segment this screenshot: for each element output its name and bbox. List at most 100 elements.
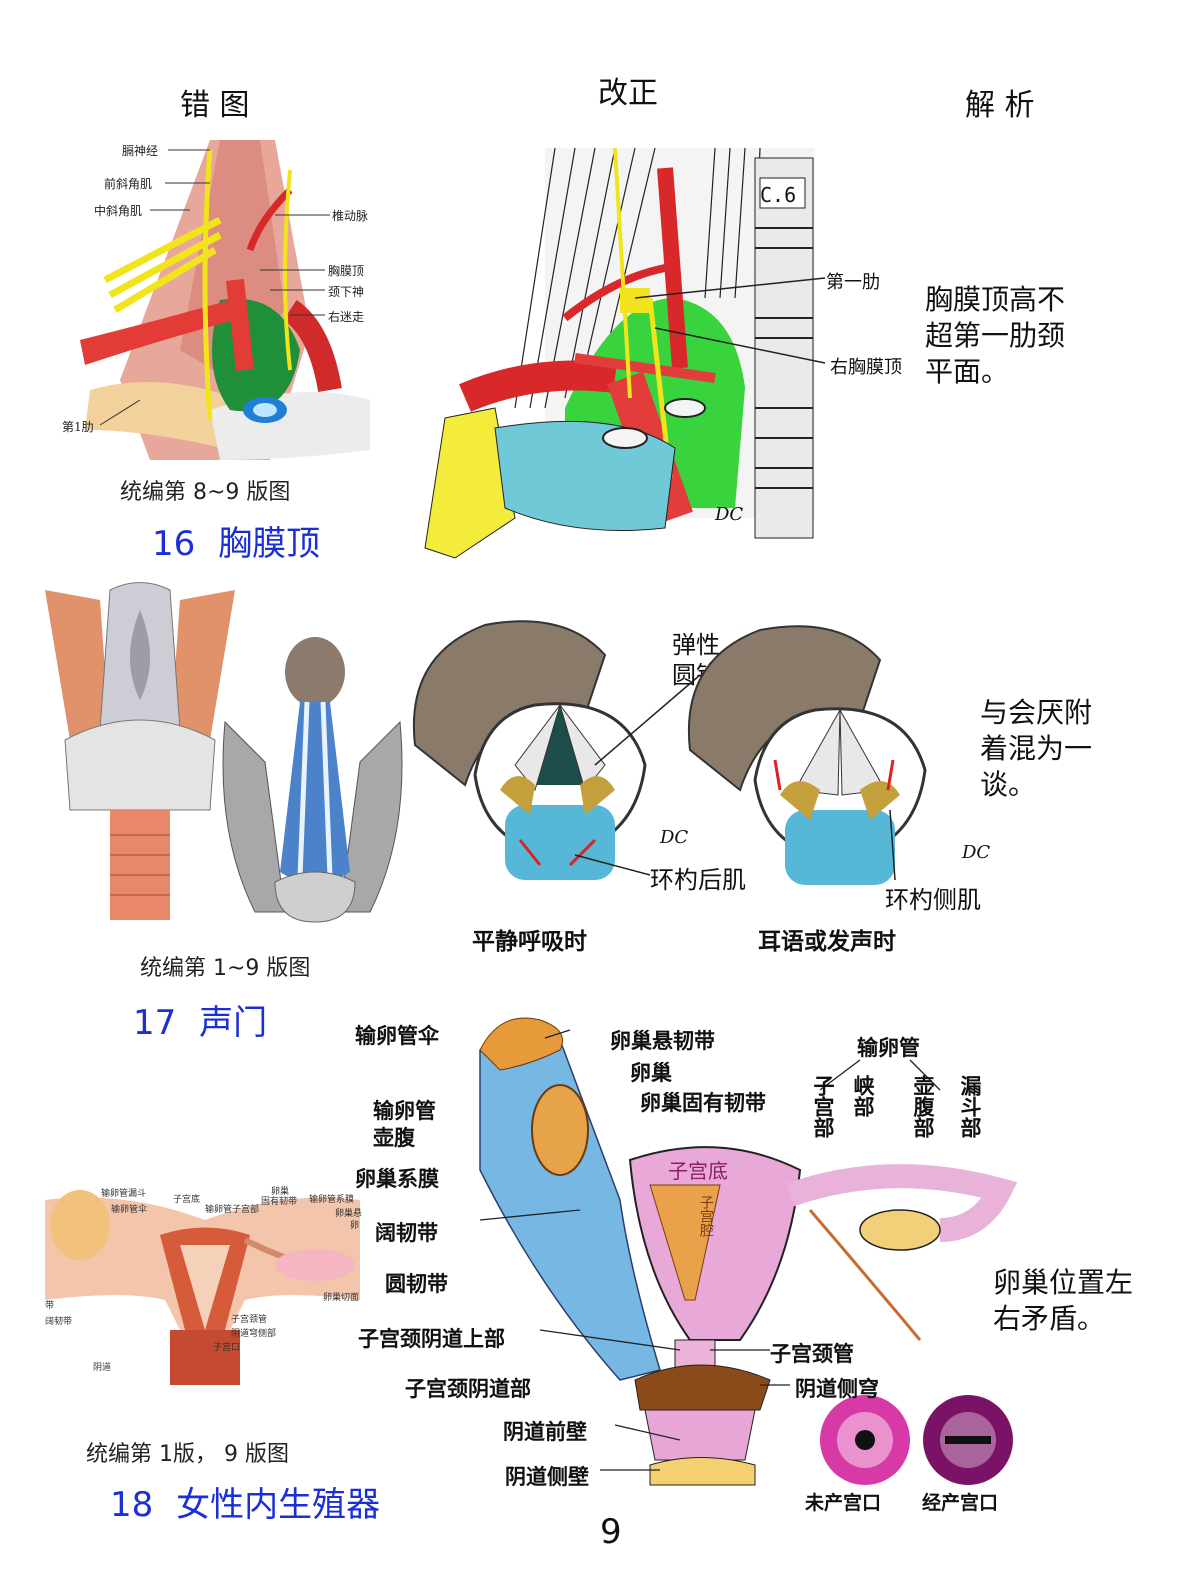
label-fimbria: 输卵管伞 bbox=[355, 1024, 439, 1048]
section-17-number: 17 bbox=[133, 1003, 177, 1043]
label-right-vagus: 右迷走 bbox=[328, 310, 365, 324]
section-18-corrected-figure bbox=[440, 1010, 1020, 1510]
header-corrected: 改正 bbox=[598, 76, 658, 111]
analysis-17-line-1: 与会厌附 bbox=[980, 696, 1093, 729]
label-lateral-fornix: 阴道侧穹 bbox=[795, 1377, 879, 1401]
label-dc-17b: DC bbox=[962, 842, 991, 863]
glottis-quiet-breathing bbox=[412, 620, 701, 880]
section-17-title: 17 声门 bbox=[133, 995, 267, 1044]
analysis-16-line-3: 平面。 bbox=[925, 355, 1010, 388]
analysis-18-line-1: 卵巢位置左 bbox=[993, 1266, 1134, 1299]
section-17-corrected-phonation: DC bbox=[680, 620, 990, 905]
label-w-tube-uterine: 输卵管子宫部 bbox=[205, 1205, 260, 1215]
label-anterior-vaginal-wall: 阴道前壁 bbox=[503, 1420, 587, 1444]
section-16-wrong-figure: 膈神经 前斜角肌 中斜角肌 椎动脉 胸膜顶 颈下神 右迷走 第1肋 bbox=[60, 130, 380, 460]
label-oviduct-top: 输卵管 bbox=[857, 1036, 920, 1060]
larynx-wrong-illustration bbox=[45, 582, 235, 920]
label-first-rib-correct: 第一肋 bbox=[826, 272, 880, 293]
label-w-ov: 卵 bbox=[350, 1221, 360, 1231]
section-16-name: 胸膜顶 bbox=[218, 524, 321, 564]
label-inferior-cervical-nerve: 颈下神 bbox=[328, 285, 365, 299]
section-16-title: 16 胸膜顶 bbox=[152, 516, 320, 565]
uterus-corrected-illustration bbox=[479, 1017, 1018, 1486]
section-18-number: 18 bbox=[110, 1485, 154, 1525]
pleura-corrected-illustration bbox=[424, 147, 826, 559]
label-tube-uterine-part: 子宫部 bbox=[811, 1075, 835, 1138]
label-w-broad-lig: 阔韧带 bbox=[45, 1317, 73, 1327]
section-17-wrong-figure-larynx bbox=[40, 580, 240, 920]
label-phrenic-nerve: 膈神经 bbox=[122, 144, 159, 158]
label-broad-ligament: 阔韧带 bbox=[375, 1221, 438, 1245]
pleura-wrong-illustration bbox=[80, 140, 370, 460]
section-16-corrected-figure: C.6 DC bbox=[415, 147, 826, 563]
label-dc-17a: DC bbox=[660, 827, 689, 848]
label-ampulla-left: 壶腹 bbox=[373, 1126, 415, 1150]
section-16-analysis: 胸膜顶高不 超第一肋颈 平面。 bbox=[925, 282, 1065, 390]
label-lateral-vaginal-wall: 阴道侧壁 bbox=[505, 1465, 589, 1489]
label-posterior-cricoarytenoid: 环杓后肌 bbox=[650, 866, 746, 894]
section-17-caption: 统编第 1~9 版图 bbox=[140, 956, 311, 981]
label-w-proper-lig: 固有韧带 bbox=[261, 1197, 298, 1207]
analysis-16-line-2: 超第一肋颈 bbox=[925, 319, 1066, 352]
label-w-mesosalpinx: 输卵管系膜 bbox=[309, 1195, 355, 1205]
label-w-fornix: 阴道穹侧部 bbox=[231, 1329, 277, 1339]
label-vertebral-artery: 椎动脉 bbox=[332, 209, 369, 223]
label-w-suspensory: 卵巢悬 bbox=[335, 1209, 363, 1219]
analysis-17-line-2: 着混为一 bbox=[980, 732, 1093, 765]
section-17-wrong-figure-glottis bbox=[215, 632, 410, 927]
section-16-caption: 统编第 8~9 版图 bbox=[120, 480, 291, 505]
label-w-infundibulum: 输卵管漏斗 bbox=[101, 1189, 147, 1199]
label-tube-ampulla: 壶腹部 bbox=[911, 1075, 935, 1138]
label-proper-ovarian-ligament: 卵巢固有韧带 bbox=[640, 1091, 766, 1115]
label-uterine-cavity: 子宫腔 bbox=[698, 1195, 714, 1237]
label-first-rib: 第1肋 bbox=[62, 420, 94, 434]
header-wrong: 错 图 bbox=[180, 88, 250, 123]
label-lateral-cricoarytenoid: 环杓侧肌 bbox=[885, 886, 981, 914]
label-mesovarium: 卵巢系膜 bbox=[355, 1167, 439, 1191]
label-round-ligament: 圆韧带 bbox=[385, 1272, 448, 1296]
label-parous-os: 经产宫口 bbox=[922, 1492, 999, 1514]
analysis-18-line-2: 右矛盾。 bbox=[993, 1302, 1106, 1335]
uterus-wrong-illustration bbox=[45, 1190, 360, 1385]
label-quiet-breathing: 平静呼吸时 bbox=[472, 929, 587, 955]
analysis-17-line-3: 谈。 bbox=[980, 768, 1037, 801]
section-17-corrected-quiet: DC bbox=[405, 615, 701, 895]
section-17-analysis: 与会厌附 着混为一 谈。 bbox=[980, 695, 1092, 803]
label-w-vagina: 阴道 bbox=[93, 1363, 112, 1373]
section-18-analysis: 卵巢位置左 右矛盾。 bbox=[993, 1265, 1133, 1337]
section-18-name: 女性内生殖器 bbox=[176, 1485, 381, 1525]
label-suspensory-ligament: 卵巢悬韧带 bbox=[610, 1029, 715, 1053]
label-whisper-phonation: 耳语或发声时 bbox=[758, 929, 896, 955]
label-cervical-canal: 子宫颈管 bbox=[770, 1342, 854, 1366]
section-18-title: 18 女性内生殖器 bbox=[110, 1477, 380, 1526]
label-w-fimbria: 输卵管伞 bbox=[111, 1205, 148, 1215]
label-tube-isthmus: 峡部 bbox=[851, 1075, 875, 1117]
section-18-wrong-figure: 输卵管漏斗 输卵管伞 子宫底 输卵管子宫部 卵巢 固有韧带 输卵管系膜 卵巢悬 … bbox=[45, 1180, 363, 1385]
label-w-ovary-section: 卵巢切面 bbox=[323, 1293, 360, 1303]
label-w-band: 带 bbox=[45, 1301, 55, 1311]
label-dc-16: DC bbox=[715, 504, 744, 525]
label-supravaginal-cervix: 子宫颈阴道上部 bbox=[358, 1327, 505, 1351]
label-uterine-fundus: 子宫底 bbox=[668, 1159, 728, 1183]
label-pleura-cupula: 胸膜顶 bbox=[328, 264, 365, 278]
label-ovary: 卵巢 bbox=[630, 1061, 672, 1085]
label-oviduct-left: 输卵管 bbox=[373, 1099, 436, 1123]
page-number: 9 bbox=[600, 1512, 622, 1552]
label-anterior-scalene: 前斜角肌 bbox=[104, 177, 153, 191]
section-18-caption: 统编第 1版， 9 版图 bbox=[86, 1442, 289, 1467]
section-17-name: 声门 bbox=[199, 1003, 268, 1043]
label-vaginal-cervix: 子宫颈阴道部 bbox=[405, 1377, 531, 1401]
label-w-ovary: 卵巢 bbox=[271, 1187, 290, 1197]
section-16-number: 16 bbox=[152, 524, 196, 564]
label-w-fundus: 子宫底 bbox=[173, 1195, 201, 1205]
label-tube-infundibulum: 漏斗部 bbox=[958, 1075, 982, 1138]
label-w-cervical-canal: 子宫颈管 bbox=[231, 1315, 268, 1325]
label-nulliparous-os: 未产宫口 bbox=[805, 1492, 882, 1514]
glottis-wrong-illustration bbox=[222, 637, 403, 923]
analysis-16-line-1: 胸膜顶高不 bbox=[925, 283, 1066, 316]
glottis-phonation bbox=[687, 625, 927, 885]
label-middle-scalene: 中斜角肌 bbox=[94, 204, 143, 218]
label-w-os: 子宫口 bbox=[213, 1343, 241, 1353]
label-right-pleura-cupula: 右胸膜顶 bbox=[830, 357, 902, 378]
header-analysis: 解 析 bbox=[965, 88, 1035, 123]
